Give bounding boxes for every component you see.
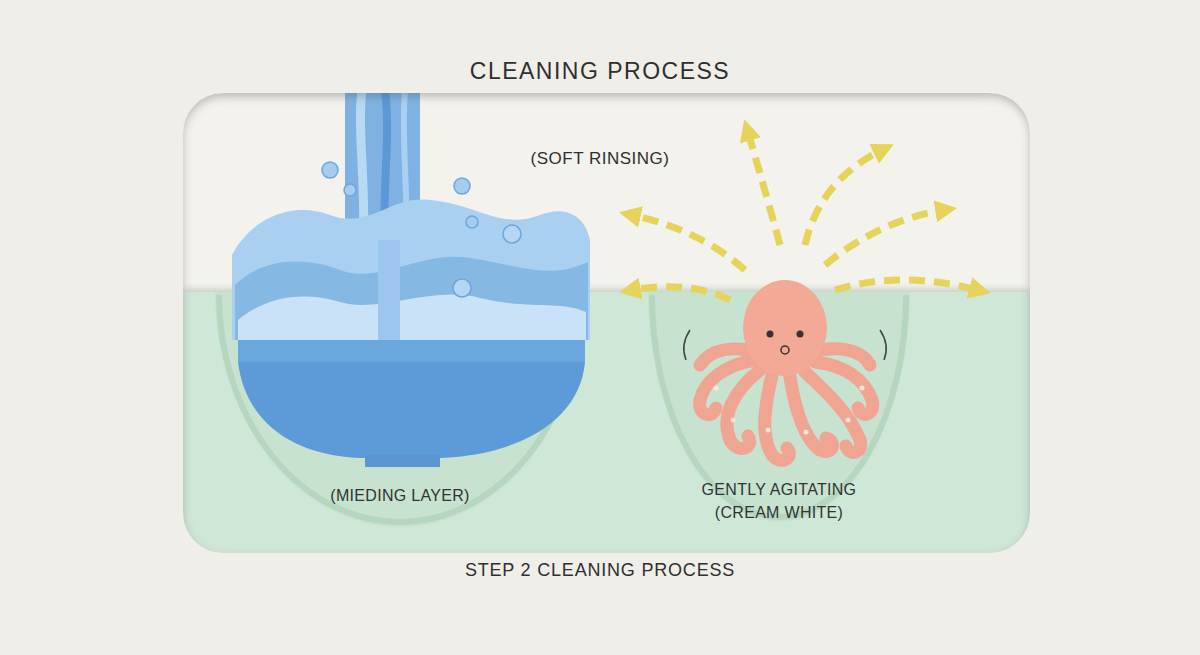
- green-ground: [183, 292, 1030, 553]
- octopus-head: [743, 280, 827, 376]
- octopus-sucker: [804, 430, 809, 435]
- motion-arrow: [805, 150, 882, 245]
- pocket-shadow: [219, 295, 581, 522]
- motion-arrow: [825, 210, 944, 265]
- motion-mark: [880, 330, 886, 360]
- octopus-tentacle: [815, 362, 873, 414]
- octopus-sucker: [846, 418, 851, 423]
- water-stream: [378, 240, 400, 340]
- octopus-sucker: [860, 386, 865, 391]
- pocket-label: (MIEDING LAYER): [250, 484, 550, 507]
- octopus-eye: [797, 331, 804, 338]
- stream-stripe: [404, 90, 407, 300]
- motion-arrow: [835, 280, 978, 290]
- octopus-tentacle: [765, 375, 790, 460]
- water-bubble: [466, 216, 478, 228]
- water-bubble: [454, 178, 470, 194]
- pocket-well: GENTLY AGITATING (CREAM WHITE): [648, 292, 910, 522]
- octopus-tentacle: [805, 372, 861, 453]
- water-wave: [235, 257, 588, 340]
- octopus-sucker: [766, 428, 771, 433]
- pocket-label: GENTLY AGITATING (CREAM WHITE): [684, 478, 874, 524]
- diagram-caption: STEP 2 CLEANING PROCESS: [465, 560, 735, 581]
- motion-arrow: [632, 287, 730, 300]
- diagram-title: CLEANING PROCESS: [470, 58, 730, 85]
- octopus-tentacle: [790, 377, 833, 451]
- water-bubble: [453, 279, 471, 297]
- octopus-tentacle: [812, 349, 870, 365]
- water-bubble: [503, 225, 521, 243]
- motion-arrow: [632, 215, 745, 270]
- water-bubble: [322, 162, 338, 178]
- pocket-well: (MIEDING LAYER): [215, 292, 585, 527]
- water-wave: [232, 200, 590, 340]
- octopus-tentacle: [727, 370, 760, 449]
- pocket-fill: [215, 292, 585, 527]
- octopus-sucker: [714, 386, 719, 391]
- water-foam: [238, 295, 586, 345]
- stream-stripe: [360, 90, 364, 300]
- water-bubble: [344, 184, 356, 196]
- annotation-label: (SOFT RINSING): [531, 149, 670, 169]
- motion-mark: [684, 330, 690, 360]
- motion-arrow: [748, 132, 780, 245]
- bowl-rim: [238, 340, 585, 362]
- octopus-tentacle: [700, 349, 758, 365]
- octopus-mouth: [781, 346, 789, 354]
- octopus-tentacle: [700, 360, 755, 415]
- water-stream: [345, 90, 420, 320]
- octopus-eye: [767, 331, 774, 338]
- bowl-body: [238, 362, 585, 458]
- bowl-foot: [365, 455, 440, 467]
- octopus-sucker: [731, 418, 736, 423]
- frame-inner: [183, 93, 1030, 553]
- stream-stripe: [384, 90, 388, 300]
